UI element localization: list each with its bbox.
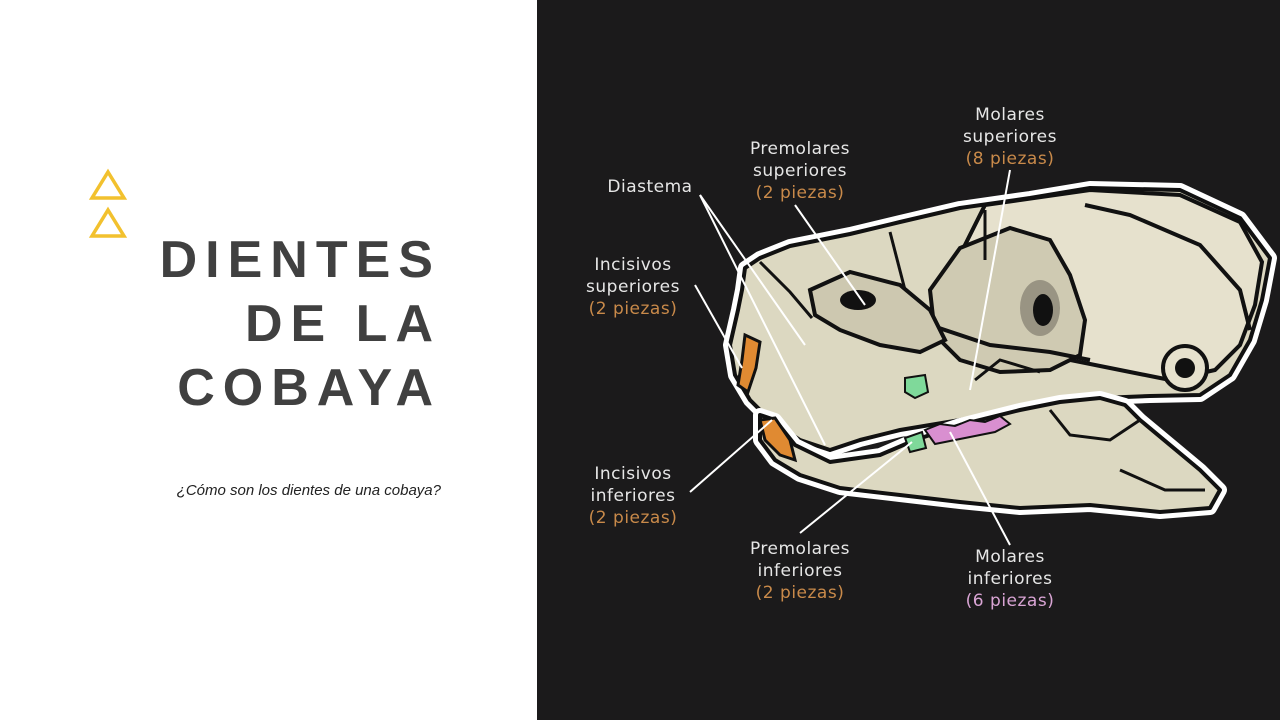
triangle-icon [88,168,128,238]
label-line: Premolares [750,539,850,559]
label-count: (8 piezas) [966,149,1055,169]
label-incisivos-inferiores: Incisivos inferiores (2 piezas) [589,464,678,528]
label-count: (2 piezas) [756,583,845,603]
label-line: Molares [975,105,1045,125]
label-line: superiores [586,277,680,297]
slide-subtitle: ¿Cómo son los dientes de una cobaya? [176,482,441,499]
label-diastema: Diastema [607,177,692,197]
label-line: inferiores [968,569,1053,589]
lower-molars [923,414,1012,446]
skull-cranium [723,181,1277,457]
label-premolares-inferiores: Premolares inferiores (2 piezas) [750,539,850,603]
label-line: Premolares [750,139,850,159]
label-molares-superiores: Molares superiores (8 piezas) [963,105,1057,169]
title-line: COBAYA [177,359,441,417]
label-line: Incisivos [594,464,671,484]
label-count: (2 piezas) [589,508,678,528]
label-line: superiores [963,127,1057,147]
label-count: (2 piezas) [589,299,678,319]
label-molares-inferiores: Molares inferiores (6 piezas) [966,547,1055,611]
label-line: Incisivos [594,255,671,275]
label-count: (6 piezas) [966,591,1055,611]
label-premolares-superiores: Premolares superiores (2 piezas) [750,139,850,203]
leader-lines [689,169,1011,546]
upper-incisor [736,332,762,395]
label-incisivos-superiores: Incisivos superiores (2 piezas) [586,255,680,319]
label-line: inferiores [758,561,843,581]
title-line: DE LA [245,295,441,353]
upper-premolar [904,373,930,400]
label-line: Molares [975,547,1045,567]
lower-incisor [758,416,798,463]
label-line: superiores [753,161,847,181]
slide-title: DIENTES DE LA COBAYA [21,228,441,420]
lower-premolar [903,430,928,454]
label-line: Diastema [607,177,692,197]
label-count: (2 piezas) [756,183,845,203]
label-line: inferiores [591,486,676,506]
skull-mandible [753,391,1227,519]
title-line: DIENTES [159,231,441,289]
title-panel: DIENTES DE LA COBAYA ¿Cómo son los dient… [0,0,537,720]
